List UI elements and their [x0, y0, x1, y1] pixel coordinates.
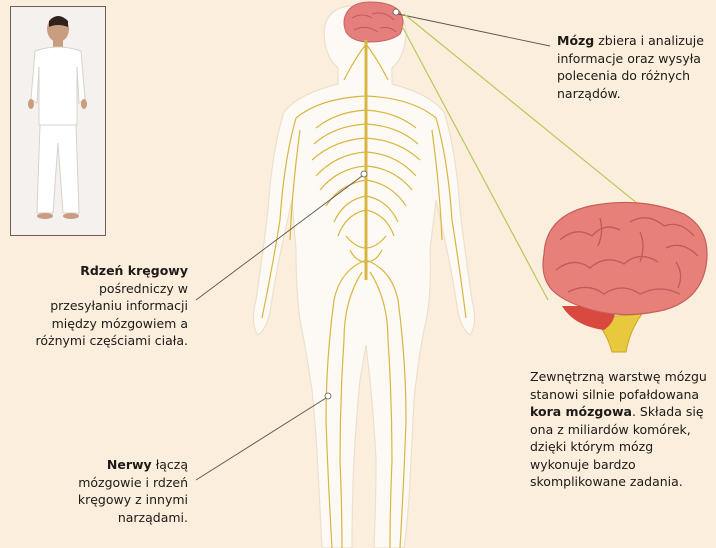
body-silhouette	[253, 6, 474, 548]
nerves-term: Nerwy	[107, 457, 152, 472]
cortex-text-before: Zewnętrzną warstwę mózgu stanowi silnie …	[530, 369, 707, 402]
enlarged-brain	[543, 202, 707, 352]
cortex-term: kora mózgowa	[530, 404, 632, 419]
spinal-cord-description: pośredniczy w przesyłaniu informacji mię…	[36, 281, 188, 349]
nerves-label: Nerwy łączą mózgowie i rdzeń kręgowy z i…	[40, 456, 188, 526]
brain-term: Mózg	[557, 33, 594, 48]
nerve-leader-line	[196, 398, 326, 480]
spinal-cord-label: Rdzeń kręgowy pośredniczy w przesyłaniu …	[34, 262, 188, 350]
brain-leader-line	[398, 14, 550, 46]
spinal-cord-term: Rdzeń kręgowy	[80, 263, 188, 278]
head-brain	[344, 2, 403, 42]
cortex-label: Zewnętrzną warstwę mózgu stanowi silnie …	[530, 368, 714, 491]
brain-label: Mózg zbiera i analizuje informacje oraz …	[557, 32, 716, 102]
